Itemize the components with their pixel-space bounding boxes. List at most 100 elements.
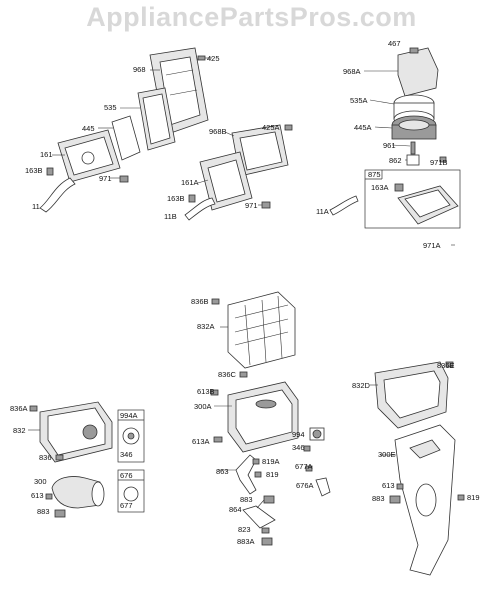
bracket-864[interactable] [242, 505, 276, 529]
label-300A: 300A [194, 402, 212, 411]
screw-425[interactable] [197, 55, 212, 61]
label-163B: 163B [25, 166, 43, 175]
label-676: 676 [120, 471, 133, 480]
screw-425A[interactable] [284, 124, 293, 131]
clip-677A[interactable] [305, 465, 313, 472]
label-346-2: 346 [120, 450, 133, 459]
clip-883A[interactable] [261, 537, 273, 546]
label-613A: 613A [192, 437, 210, 446]
clip-883[interactable] [263, 495, 275, 504]
label-425: 425 [207, 54, 220, 63]
screw-613B[interactable] [210, 389, 219, 396]
label-819A: 819A [262, 457, 280, 466]
filter-535[interactable] [137, 87, 176, 151]
label-425A: 425A [262, 123, 280, 132]
kit-box-875[interactable] [364, 169, 461, 229]
label-875: 875 [368, 170, 381, 179]
cover-968B[interactable] [231, 124, 289, 177]
screw-613A[interactable] [213, 436, 223, 443]
label-300E: 300E [378, 450, 396, 459]
part-labels: 425 968 535 445 161 163B 11 971 968B 425… [10, 39, 480, 546]
wire-basket-832A[interactable] [227, 291, 296, 369]
label-613: 613 [31, 491, 44, 500]
screw-613[interactable] [45, 493, 53, 500]
label-677A: 677A [295, 462, 313, 471]
tube-11A[interactable] [329, 195, 359, 216]
label-968A: 968A [343, 67, 361, 76]
leader-lines [28, 69, 411, 509]
stud-961[interactable] [410, 141, 416, 155]
label-535: 535 [104, 103, 117, 112]
label-613-2: 613 [382, 481, 395, 490]
label-445A: 445A [354, 123, 372, 132]
clip-163B-2[interactable] [188, 194, 196, 203]
label-836C: 836C [218, 370, 237, 379]
filter-445A[interactable] [391, 115, 437, 140]
label-346: 346 [292, 443, 305, 452]
screw-613-2[interactable] [396, 483, 404, 490]
label-836B: 836B [191, 297, 209, 306]
label-11A: 11A [316, 207, 329, 216]
screw-836B[interactable] [211, 298, 220, 305]
label-535A: 535A [350, 96, 368, 105]
tube-11[interactable] [39, 177, 76, 213]
label-994: 994 [292, 430, 305, 439]
screw-971[interactable] [119, 175, 129, 183]
base-445[interactable] [111, 115, 141, 161]
kit-box-676[interactable] [117, 469, 145, 513]
label-163A: 163A [371, 183, 389, 192]
label-961: 961 [383, 141, 396, 150]
base-plate-161A[interactable] [199, 151, 253, 211]
label-819: 819 [266, 470, 279, 479]
shroud-832D[interactable] [374, 361, 454, 429]
screw-819-2[interactable] [457, 494, 465, 501]
label-862: 862 [389, 156, 402, 165]
watermark-text: AppliancePartsPros.com [86, 2, 417, 32]
air-cleaner-body-300A[interactable] [227, 381, 299, 453]
label-832A: 832A [197, 322, 215, 331]
air-cleaner-832[interactable] [39, 401, 113, 463]
label-163B-2: 163B [167, 194, 185, 203]
label-613B: 613B [197, 387, 215, 396]
label-445: 445 [82, 124, 95, 133]
label-836: 836 [39, 453, 52, 462]
screw-819A[interactable] [252, 458, 260, 465]
screw-819[interactable] [254, 471, 262, 478]
nut-971B[interactable] [439, 156, 447, 163]
screw-836A[interactable] [29, 405, 38, 412]
label-677: 677 [120, 501, 133, 510]
screw-836C[interactable] [239, 371, 248, 378]
kit-box-994A[interactable] [117, 409, 145, 463]
clip-883-3[interactable] [389, 495, 401, 504]
label-161A: 161A [181, 178, 199, 187]
screw-346[interactable] [303, 445, 311, 452]
label-832D: 832D [352, 381, 371, 390]
clip-163B[interactable] [46, 167, 54, 176]
spacer-862[interactable] [406, 154, 420, 166]
elbow-676A[interactable] [315, 477, 331, 497]
label-819-2: 819 [467, 493, 480, 502]
bracket-863[interactable] [235, 454, 257, 495]
bracket-300E[interactable] [394, 424, 456, 576]
label-11: 11 [32, 202, 40, 211]
label-836E: 836E [437, 361, 455, 370]
fitting-994[interactable] [309, 427, 325, 441]
screw-823[interactable] [261, 527, 270, 534]
label-971B: 971B [430, 158, 448, 167]
screw-971-2[interactable] [261, 201, 271, 209]
label-968: 968 [133, 65, 146, 74]
cover-968A[interactable] [397, 47, 439, 97]
label-832: 832 [13, 426, 26, 435]
label-823: 823 [238, 525, 251, 534]
elbow-300[interactable] [51, 476, 105, 509]
label-883: 883 [240, 495, 253, 504]
label-994A: 994A [120, 411, 138, 420]
tube-11B[interactable] [184, 197, 216, 221]
label-883-3: 883 [372, 494, 385, 503]
base-plate-161[interactable] [57, 129, 121, 183]
screw-836[interactable] [55, 454, 64, 461]
clip-883-2[interactable] [54, 509, 66, 518]
label-676A: 676A [296, 481, 314, 490]
label-883-2: 883 [37, 507, 50, 516]
